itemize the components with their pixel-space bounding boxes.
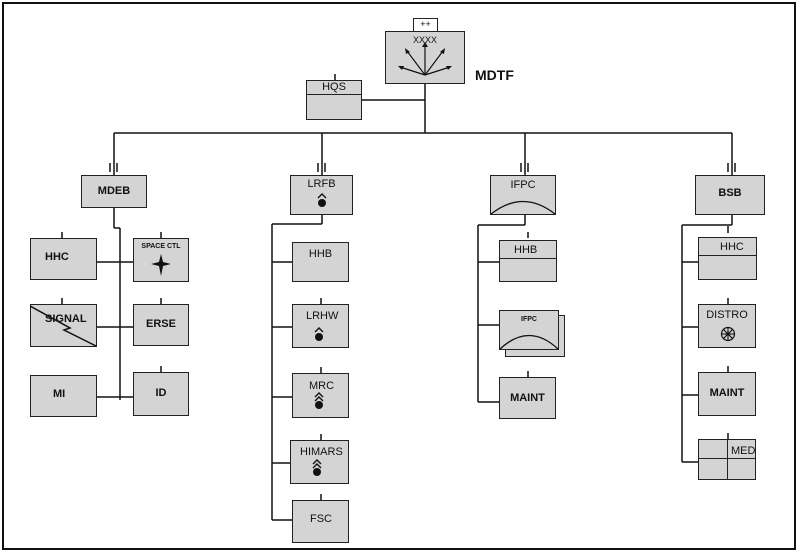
fsc-unit: FSC xyxy=(292,500,349,543)
hq-modifier: ++ xyxy=(420,19,431,29)
mrc-label: MRC xyxy=(309,380,335,392)
mdeb-label: MDEB xyxy=(97,185,131,197)
space-ctl-unit: SPACE CTL xyxy=(133,238,189,282)
hqs-label: HQS xyxy=(322,81,346,93)
lrhw-unit: LRHW xyxy=(292,304,349,348)
artillery-icon xyxy=(317,193,327,207)
signal-label: SIGNAL xyxy=(45,313,87,325)
erse-label: ERSE xyxy=(146,318,176,330)
lrhw-label: LRHW xyxy=(306,310,339,322)
air-defense-icon xyxy=(499,335,559,350)
signal-icon xyxy=(30,305,97,347)
mi-label: MI xyxy=(53,388,66,400)
bsb-hhc-unit: HHC xyxy=(698,237,757,280)
ifpc-sub-label: IFPC xyxy=(521,316,537,323)
arrows-icon xyxy=(398,42,452,76)
ifpc-maint-label: MAINT xyxy=(510,392,545,404)
mdtf-echelon: XXXX xyxy=(412,35,437,45)
mdeb-hhc-unit: HHC xyxy=(30,238,97,280)
artillery-icon xyxy=(314,327,324,341)
ifpc-unit: IFPC xyxy=(490,175,556,215)
distro-unit: DISTRO xyxy=(698,304,756,348)
mdtf-unit: XXXX xyxy=(385,31,465,84)
ifpc-sub-unit: IFPC xyxy=(499,310,559,350)
air-defense-icon xyxy=(490,201,556,215)
med-label: MED xyxy=(731,445,756,457)
himars-label: HIMARS xyxy=(300,446,343,458)
artillery-icon xyxy=(312,459,322,476)
mi-unit: MI xyxy=(30,375,97,417)
artillery-icon xyxy=(314,392,324,409)
med-unit: MED xyxy=(698,439,756,480)
bsb-maint-label: MAINT xyxy=(709,387,745,399)
bsb-unit: BSB xyxy=(695,175,765,215)
space-ctl-label: SPACE CTL xyxy=(141,243,181,250)
id-label: ID xyxy=(155,387,167,399)
mdeb-unit: MDEB xyxy=(81,175,147,208)
bsb-label: BSB xyxy=(718,187,742,199)
bsb-maint-unit: MAINT xyxy=(698,372,756,416)
lrfb-hhb-label: HHB xyxy=(308,248,333,260)
ifpc-hhb-unit: HHB xyxy=(499,240,557,282)
mdtf-title: MDTF xyxy=(475,67,514,83)
mdeb-hhc-label: HHC xyxy=(45,251,69,263)
lrfb-hhb-unit: HHB xyxy=(292,242,349,282)
star-icon xyxy=(151,254,171,276)
distribution-icon xyxy=(720,326,736,342)
distro-label: DISTRO xyxy=(706,309,748,321)
signal-unit: SIGNAL xyxy=(30,304,97,347)
ifpc-maint-unit: MAINT xyxy=(499,377,556,419)
ifpc-label: IFPC xyxy=(510,179,536,191)
hqs-unit: HQS xyxy=(306,80,362,120)
fsc-label: FSC xyxy=(310,513,332,525)
mrc-unit: MRC xyxy=(292,373,349,418)
id-unit: ID xyxy=(133,372,189,416)
himars-unit: HIMARS xyxy=(290,440,349,484)
lrfb-unit: LRFB xyxy=(290,175,353,215)
hq-modifier-box: ++ xyxy=(413,18,438,32)
bsb-hhc-label: HHC xyxy=(720,241,744,253)
ifpc-hhb-label: HHB xyxy=(514,244,538,256)
erse-unit: ERSE xyxy=(133,304,189,346)
lrfb-label: LRFB xyxy=(307,178,336,190)
